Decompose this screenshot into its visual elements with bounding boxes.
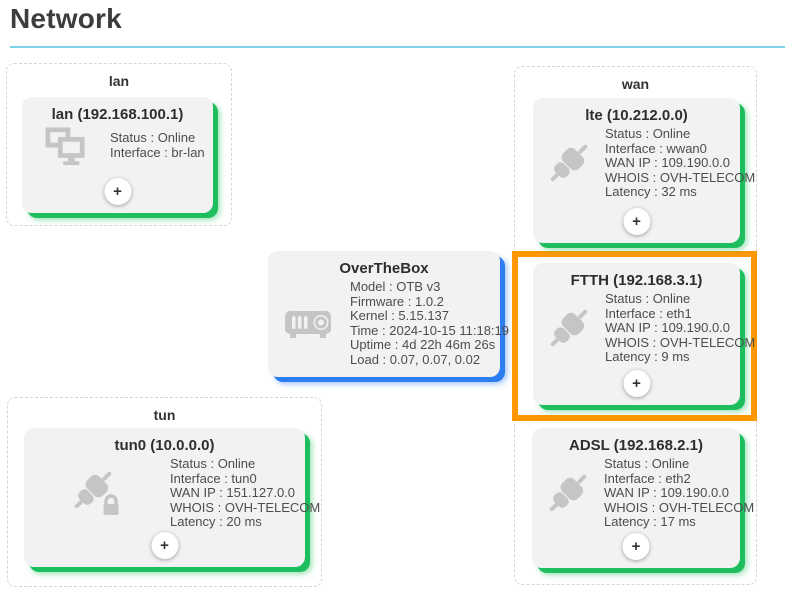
card-ftth-title: FTTH (192.168.3.1): [570, 272, 703, 289]
page-title: Network: [10, 3, 122, 34]
detail-line: Load : 0.07, 0.07, 0.02: [350, 351, 481, 367]
detail-line: Interface : eth1: [605, 305, 692, 321]
detail-line: WHOIS : OVH-TELECOM: [170, 499, 321, 515]
detail-line: Status : Online: [605, 126, 691, 141]
card-lte-details: Status : Online Interface : wwan0 WAN IP…: [605, 126, 756, 200]
detail-line: WAN IP : 151.127.0.0: [170, 485, 296, 501]
card-adsl-title: ADSL (192.168.2.1): [569, 437, 703, 454]
detail-line: Uptime : 4d 22h 46m 26s: [350, 337, 496, 353]
lan-network-icon: [22, 126, 110, 166]
card-lte-title: lte (10.212.0.0): [585, 107, 688, 124]
card-lte[interactable]: lte (10.212.0.0) Status : Online Interfa…: [533, 98, 755, 243]
ftth-add-button[interactable]: +: [623, 370, 650, 397]
detail-line: Latency : 17 ms: [604, 514, 696, 530]
card-tun0-title: tun0 (10.0.0.0): [114, 437, 215, 454]
detail-line: Latency : 9 ms: [605, 349, 690, 365]
group-tun-label: tun: [153, 407, 176, 423]
detail-line: Status : Online: [170, 456, 256, 471]
detail-line: Latency : 32 ms: [605, 184, 697, 200]
detail-line: Firmware : 1.0.2: [350, 293, 444, 309]
title-underline: [10, 46, 785, 48]
tun0-add-button[interactable]: +: [151, 532, 178, 559]
detail-line: Interface : wwan0: [605, 140, 707, 156]
card-ftth[interactable]: FTTH (192.168.3.1) Status : Online Inter…: [533, 263, 755, 405]
detail-line: Status : Online: [605, 291, 691, 306]
detail-line: WAN IP : 109.190.0.0: [605, 320, 731, 336]
card-tun0[interactable]: tun0 (10.0.0.0) Status : Online Interfac…: [24, 428, 320, 567]
plug-connector-icon: [532, 469, 604, 517]
card-tun0-details: Status : Online Interface : tun0 WAN IP …: [170, 456, 321, 530]
card-overthebox: OverTheBox Model : OTB v3 Firmware : 1.0…: [268, 251, 509, 377]
secure-plug-lock-icon: [24, 468, 170, 518]
plug-connector-icon: [533, 139, 605, 187]
detail-line: WHOIS : OVH-TELECOM: [605, 169, 756, 185]
detail-line: Latency : 20 ms: [170, 514, 262, 530]
card-lan0-details: Status : Online Interface : br-lan: [110, 131, 205, 160]
detail-line: WAN IP : 109.190.0.0: [605, 155, 731, 171]
card-otb-title: OverTheBox: [339, 260, 429, 277]
detail-line: WHOIS : OVH-TELECOM: [604, 499, 755, 515]
plug-connector-icon: [533, 304, 605, 352]
detail-line: Time : 2024-10-15 11:18:19: [350, 322, 509, 338]
card-adsl-details: Status : Online Interface : eth2 WAN IP …: [604, 456, 755, 530]
detail-line: WAN IP : 109.190.0.0: [604, 485, 730, 501]
detail-line: Status : Online: [110, 130, 196, 146]
detail-line: Status : Online: [604, 456, 690, 471]
group-lan-label: lan: [108, 73, 130, 89]
router-device-icon: [268, 307, 350, 341]
card-otb-details: Model : OTB v3 Firmware : 1.0.2 Kernel :…: [350, 279, 509, 368]
detail-line: Interface : eth2: [604, 470, 691, 486]
lan0-add-button[interactable]: +: [104, 178, 131, 205]
detail-line: Kernel : 5.15.137: [350, 308, 450, 324]
lte-add-button[interactable]: +: [623, 208, 650, 235]
detail-line: Model : OTB v3: [350, 279, 441, 294]
detail-line: Interface : br-lan: [110, 145, 205, 160]
card-adsl[interactable]: ADSL (192.168.2.1) Status : Online Inter…: [532, 428, 754, 568]
detail-line: WHOIS : OVH-TELECOM: [605, 334, 756, 350]
group-wan-label: wan: [621, 76, 650, 92]
adsl-add-button[interactable]: +: [622, 533, 650, 560]
card-ftth-details: Status : Online Interface : eth1 WAN IP …: [605, 291, 756, 365]
card-lan0-title: lan (192.168.100.1): [51, 106, 184, 123]
detail-line: Interface : tun0: [170, 470, 257, 486]
card-lan0[interactable]: lan (192.168.100.1) Status : Online Inte…: [22, 97, 213, 213]
